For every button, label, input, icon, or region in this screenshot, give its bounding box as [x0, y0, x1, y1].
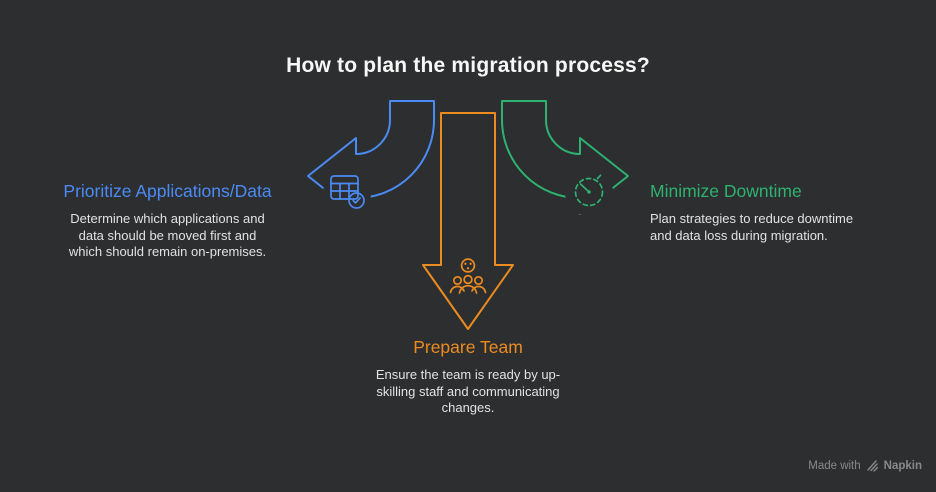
step-minimize-downtime: Minimize Downtime Plan strategies to red… [650, 181, 900, 244]
page-title: How to plan the migration process? [286, 54, 650, 77]
napkin-watermark[interactable]: Made with Napkin [808, 459, 922, 472]
step-body: Determine which applications and data sh… [68, 211, 267, 259]
timer-icon [565, 168, 613, 216]
watermark-prefix: Made with [808, 459, 861, 472]
table-check-icon [323, 169, 371, 217]
step-prioritize-applications-data: Prioritize Applications/Data Determine w… [25, 181, 310, 261]
step-prepare-team: Prepare Team Ensure the team is ready by… [338, 337, 598, 417]
step-body: Plan strategies to reduce downtime and d… [650, 211, 854, 243]
step-heading: Prioritize Applications/Data [63, 181, 272, 201]
team-icon [443, 252, 493, 302]
napkin-logo-icon [866, 460, 878, 472]
down-arrow [422, 112, 514, 330]
step-heading: Prepare Team [413, 337, 523, 357]
step-body: Ensure the team is ready by up- skilling… [375, 367, 561, 415]
watermark-brand: Napkin [883, 459, 922, 472]
step-heading: Minimize Downtime [650, 181, 802, 201]
